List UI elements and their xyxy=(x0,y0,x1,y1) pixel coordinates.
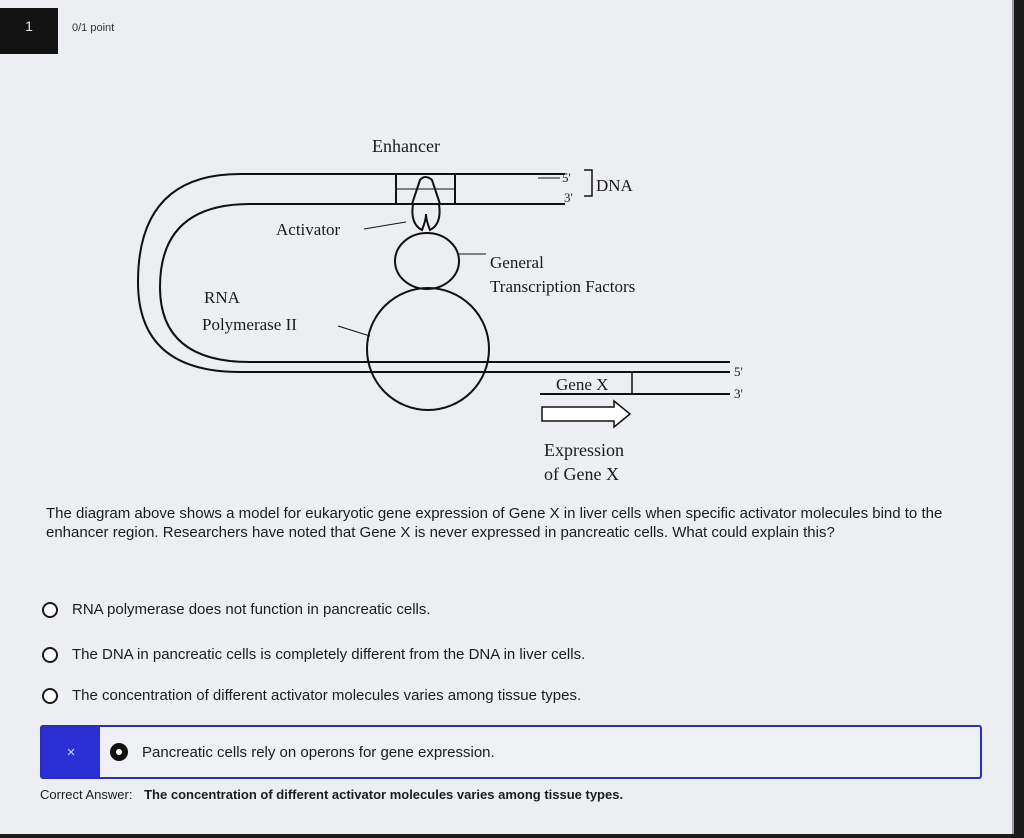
label-expression: Expression xyxy=(544,440,624,460)
transcription-factor-shape xyxy=(394,232,460,290)
question-text: The diagram above shows a model for euka… xyxy=(46,505,943,541)
dna-bracket xyxy=(584,169,593,197)
label-activator: Activator xyxy=(276,220,341,239)
label-polymerase: Polymerase II xyxy=(202,315,297,334)
answer-option[interactable]: The DNA in pancreatic cells is completel… xyxy=(42,646,585,663)
correct-answer-feedback: Correct Answer: The concentration of dif… xyxy=(40,787,623,802)
label-3-bottom: 3' xyxy=(734,386,743,401)
incorrect-icon: × xyxy=(42,727,100,777)
gene-expression-diagram: Enhancer 5' 3' DNA Activator General Tra… xyxy=(136,136,743,484)
expression-arrow xyxy=(541,399,632,429)
correct-answer-text: The concentration of different activator… xyxy=(144,787,624,802)
label-general: General xyxy=(490,253,544,272)
dna-loop-outer xyxy=(136,173,730,373)
activator-shape xyxy=(411,176,441,232)
label-5-bottom: 5' xyxy=(734,364,743,379)
points-score: 0/1 point xyxy=(72,22,115,34)
activator-pointer xyxy=(363,221,407,230)
polymerase-pointer xyxy=(337,325,371,337)
correct-answer-label: Correct Answer: xyxy=(40,787,133,802)
radio-button[interactable] xyxy=(42,601,58,618)
label-gene: Gene X xyxy=(556,375,608,394)
radio-button-selected[interactable] xyxy=(110,743,128,761)
label-transcription-factors: Transcription Factors xyxy=(490,277,635,296)
option-label: Pancreatic cells rely on operons for gen… xyxy=(142,743,495,761)
label-of-gene: of Gene X xyxy=(544,464,619,484)
option-label: RNA polymerase does not function in panc… xyxy=(72,601,431,618)
dna-loop-inner xyxy=(158,203,730,363)
label-rna: RNA xyxy=(204,288,241,307)
label-5-top: 5' xyxy=(562,170,571,185)
answer-option[interactable]: RNA polymerase does not function in panc… xyxy=(42,601,431,618)
selected-answer-option[interactable]: × Pancreatic cells rely on operons for g… xyxy=(40,725,982,779)
radio-button[interactable] xyxy=(42,646,58,663)
answer-option[interactable]: The concentration of different activator… xyxy=(42,687,581,704)
question-number: 1 xyxy=(0,8,58,54)
radio-button[interactable] xyxy=(42,687,58,704)
option-label: The concentration of different activator… xyxy=(72,687,582,704)
option-label: The DNA in pancreatic cells is completel… xyxy=(72,646,586,663)
question-header: 1 0/1 point xyxy=(0,8,115,60)
label-dna: DNA xyxy=(596,176,634,195)
rna-polymerase-shape xyxy=(366,287,490,411)
label-enhancer: Enhancer xyxy=(372,136,440,156)
label-3-top: 3' xyxy=(564,190,573,205)
